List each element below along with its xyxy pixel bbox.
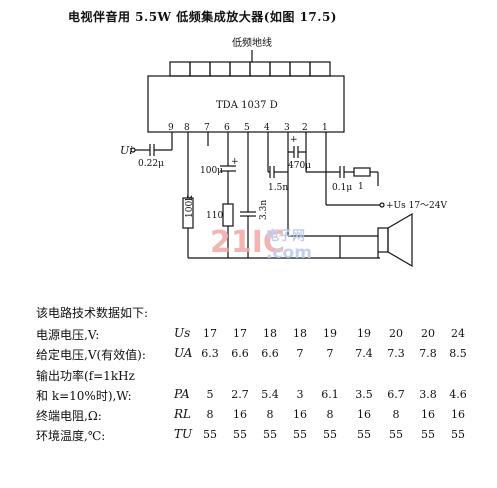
c-100-plus: + <box>231 157 239 167</box>
spec-cell: 55 <box>233 428 247 441</box>
spec-cell: 8.5 <box>449 347 467 360</box>
spec-cell: 7.3 <box>387 347 405 360</box>
watermark: 21IC 电子网 .com <box>210 225 312 263</box>
pin-4: 4 <box>264 123 270 133</box>
spec-cell: 55 <box>323 428 337 441</box>
spec-row-label: 和 k=10%时),W: <box>36 389 132 403</box>
spec-cell: 24 <box>451 327 465 340</box>
c-3n3-label: 3.3n <box>259 200 269 220</box>
pin-9: 9 <box>168 123 174 133</box>
spec-cell: 6.6 <box>231 347 249 360</box>
spec-cell: 7.4 <box>355 347 373 360</box>
c-470-label: 470μ <box>288 161 311 171</box>
spec-cell: 3.8 <box>419 388 437 401</box>
spec-row-label: 给定电压,V(有效值): <box>36 348 146 362</box>
c-470-plus: + <box>290 135 298 145</box>
spec-cell: 16 <box>233 408 247 421</box>
spec-cell: 6.6 <box>261 347 279 360</box>
c-in-label: 0.22μ <box>138 159 164 169</box>
spec-row-symbol: TU <box>174 427 193 441</box>
pin-1: 1 <box>322 123 328 133</box>
spec-cell: 4.6 <box>449 388 467 401</box>
spec-cell: 16 <box>357 408 371 421</box>
c-0-1-label: 0.1μ <box>332 183 352 193</box>
r-110-label: 110 <box>206 211 223 221</box>
spec-cell: 55 <box>203 428 217 441</box>
spec-cell: 8 <box>392 408 400 421</box>
spec-cell: 2.7 <box>231 388 249 401</box>
spec-cell: 8 <box>266 408 274 421</box>
spec-cell: 55 <box>451 428 465 441</box>
svg-text:21IC: 21IC <box>210 225 285 260</box>
page-title: 电视伴音用 5.5W 低频集成放大器(如图 17.5) <box>68 10 337 24</box>
spec-row-label: 输出功率(f=1kHz <box>36 369 135 383</box>
ground-label: 低频地线 <box>232 36 272 49</box>
spec-cell: 18 <box>293 327 307 340</box>
spec-cell: 6.7 <box>387 388 405 401</box>
pin-2: 2 <box>302 123 308 133</box>
spec-cell: 5 <box>206 388 214 401</box>
spec-cell: 8 <box>206 408 214 421</box>
spec-cell: 55 <box>389 428 403 441</box>
spec-cell: 20 <box>389 327 403 340</box>
r-1-label: 1 <box>358 182 364 192</box>
spec-heading: 该电路技术数据如下: <box>36 306 149 320</box>
spec-row-symbol: UA <box>174 346 193 360</box>
pin-6: 6 <box>224 123 230 133</box>
supply-label: +Us 17～24V <box>386 201 448 211</box>
spec-cell: 7 <box>296 347 304 360</box>
spec-cell: 17 <box>233 327 247 340</box>
spec-row-symbol: RL <box>174 407 192 421</box>
spec-cell: 19 <box>357 327 371 340</box>
spec-cell: 7 <box>326 347 334 360</box>
spec-cell: 20 <box>421 327 435 340</box>
c-1n5-label: 1.5n <box>268 183 288 193</box>
pin-5: 5 <box>244 123 250 133</box>
c-100-label: 100μ <box>200 166 223 176</box>
spec-row-label: 电源电压,V: <box>36 328 100 342</box>
spec-cell: 55 <box>293 428 307 441</box>
spec-cell: 19 <box>323 327 337 340</box>
ic-label: TDA 1037 D <box>216 100 278 111</box>
spec-row-label: 环境温度,℃: <box>36 429 106 443</box>
spec-cell: 6.3 <box>201 347 219 360</box>
svg-text:.com: .com <box>266 243 312 263</box>
spec-cell: 5.4 <box>261 388 279 401</box>
spec-cell: 16 <box>451 408 465 421</box>
heatsink-fins <box>169 61 331 77</box>
spec-cell: 16 <box>421 408 435 421</box>
svg-text:电子网: 电子网 <box>266 228 305 244</box>
spec-cell: 55 <box>421 428 435 441</box>
spec-cell: 3.5 <box>355 388 373 401</box>
spec-row-label: 终端电阻,Ω: <box>36 409 102 423</box>
pin-3: 3 <box>284 123 290 133</box>
pin-8: 8 <box>184 123 190 133</box>
spec-cell: 8 <box>326 408 334 421</box>
spec-cell: 55 <box>357 428 371 441</box>
spec-cell: 18 <box>263 327 277 340</box>
input-label: Ui <box>120 144 133 157</box>
spec-cell: 55 <box>263 428 277 441</box>
spec-cell: 3 <box>296 388 304 401</box>
spec-row-symbol: Us <box>174 326 191 340</box>
circuit-diagram: 低频地线 TDA 1037 D 9 8 7 6 5 4 3 2 1 Ui 0.2… <box>120 36 448 268</box>
spec-cell: 17 <box>203 327 217 340</box>
ic-body <box>147 75 345 133</box>
spec-cell: 16 <box>293 408 307 421</box>
spec-cell: 7.8 <box>419 347 437 360</box>
spec-row-symbol: PA <box>174 387 190 401</box>
speaker-symbol <box>377 212 413 268</box>
spec-cell: 6.1 <box>321 388 339 401</box>
pin-7: 7 <box>204 123 210 133</box>
r-100k-label: 100k <box>185 195 195 218</box>
